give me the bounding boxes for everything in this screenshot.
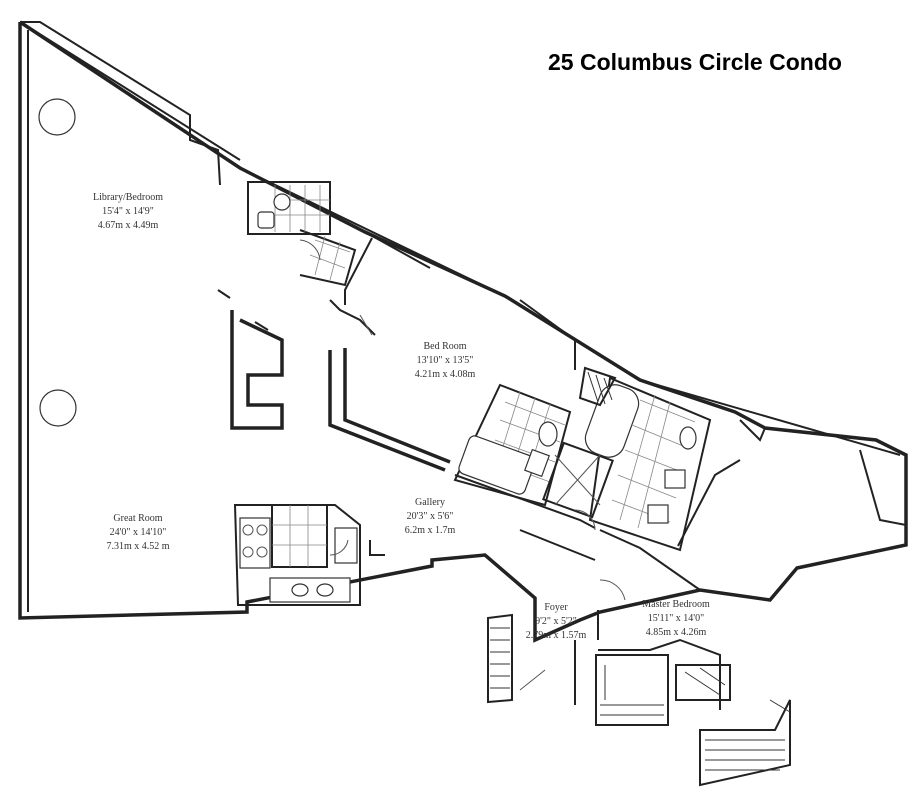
room-metric: 6.2m x 1.7m bbox=[405, 525, 456, 536]
room-dims: 15'4" x 14'9" bbox=[102, 206, 154, 217]
plan-title: 25 Columbus Circle Condo bbox=[548, 49, 842, 75]
room-metric: 4.85m x 4.26m bbox=[646, 627, 707, 638]
interior-walls bbox=[217, 237, 741, 710]
room-dims: 9'2" x 5'2" bbox=[535, 616, 577, 627]
kitchen bbox=[233, 504, 361, 606]
room-name: Foyer bbox=[544, 602, 568, 613]
room-name: Bed Room bbox=[423, 341, 466, 352]
room-dims: 15'11" x 14'0" bbox=[648, 613, 704, 624]
room-dims: 20'3" x 5'6" bbox=[407, 511, 454, 522]
room-name: Great Room bbox=[113, 513, 162, 524]
room-dims: 24'0" x 14'10" bbox=[110, 527, 167, 538]
room-metric: 4.67m x 4.49m bbox=[98, 220, 159, 231]
closets bbox=[487, 366, 791, 787]
doors bbox=[299, 239, 626, 691]
columns bbox=[38, 98, 77, 427]
hall-bath bbox=[247, 181, 357, 287]
room-name: Master Bedroom bbox=[642, 599, 710, 610]
room-metric: 4.21m x 4.08m bbox=[415, 369, 476, 380]
room-name: Gallery bbox=[415, 497, 445, 508]
master-bath bbox=[542, 376, 712, 552]
outer-walls bbox=[18, 20, 908, 643]
room-name: Library/Bedroom bbox=[93, 192, 163, 203]
room-metric: 7.31m x 4.52 m bbox=[106, 541, 169, 552]
room-labels: Library/Bedroom 15'4" x 14'9" 4.67m x 4.… bbox=[93, 192, 710, 641]
room-metric: 2.79m x 1.57m bbox=[526, 630, 587, 641]
room-dims: 13'10" x 13'5" bbox=[417, 355, 474, 366]
bedroom-bath bbox=[453, 383, 572, 507]
